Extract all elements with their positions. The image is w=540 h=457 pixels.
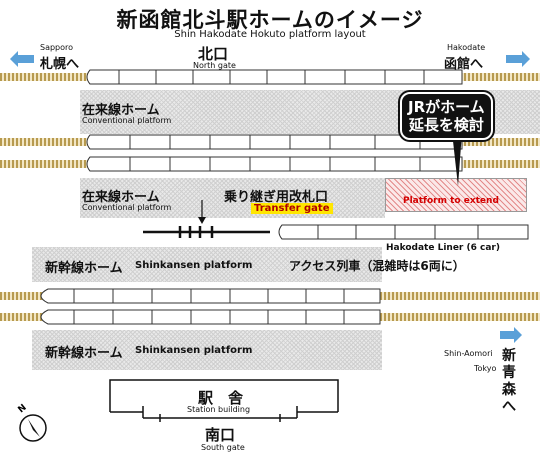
shin-aomori-en-label: Shin-Aomori — [444, 349, 493, 358]
svg-text:N: N — [17, 403, 29, 416]
shinkansen-platform-1-jp: 新幹線ホーム — [45, 261, 123, 276]
south-gate-jp: 南口 — [205, 426, 236, 444]
hakodate-jp-label: 函館へ — [444, 57, 484, 72]
shinkansen-train-row-2 — [40, 309, 381, 325]
shinkansen-platform-2 — [32, 330, 382, 370]
transfer-gate-jp: 乗り継ぎ用改札口 — [224, 190, 329, 205]
platform-extension-area — [385, 178, 527, 212]
transfer-gate-en: Transfer gate — [251, 203, 333, 214]
conventional-platform-2-en: Conventional platform — [82, 203, 172, 212]
access-liner-train — [278, 224, 529, 240]
shinkansen-train-row-1 — [40, 288, 381, 304]
conventional-platform-1-en: Conventional platform — [82, 116, 172, 125]
conventional-platform-1-jp: 在来線ホーム — [82, 103, 160, 118]
sapporo-jp-label: 札幌へ — [40, 57, 80, 72]
callout-pointer — [452, 132, 462, 186]
platform-to-extend-label: Platform to extend — [403, 196, 499, 206]
extension-callout: JRがホーム 延長を検討 — [400, 92, 493, 140]
conventional-platform-2-jp: 在来線ホーム — [82, 190, 160, 205]
shinkansen-platform-1 — [32, 247, 382, 282]
shin-aomori-jp-label: 新青森へ — [502, 348, 516, 415]
station-building-jp: 駅 舎 — [198, 389, 244, 407]
transfer-gate-arrow-icon — [198, 200, 206, 224]
train-row-1 — [86, 69, 463, 85]
shinkansen-platform-1-en: Shinkansen platform — [135, 260, 253, 271]
transfer-gate-line — [143, 226, 270, 238]
sapporo-en-label: Sapporo — [40, 43, 74, 52]
conventional-platform-2 — [80, 178, 385, 218]
callout-line-2: 延長を検討 — [408, 116, 484, 134]
liner-jp-label: アクセス列車（混雑時は6両に） — [289, 259, 465, 273]
station-building-en: Station building — [187, 405, 251, 414]
hakodate-arrow-icon — [506, 51, 530, 67]
tokyo-en-label: Tokyo — [474, 364, 497, 373]
liner-en-label: Hakodate Liner (6 car) — [386, 243, 500, 253]
callout-line-1: JRがホーム — [408, 98, 485, 116]
north-gate-jp: 北口 — [198, 45, 229, 63]
shinkansen-platform-2-jp: 新幹線ホーム — [45, 346, 123, 361]
shin-aomori-arrow-icon — [500, 327, 522, 343]
hakodate-en-label: Hakodate — [447, 43, 486, 52]
shinkansen-platform-2-en: Shinkansen platform — [135, 345, 253, 356]
south-gate-en: South gate — [201, 443, 245, 452]
page-title: 新函館北斗駅ホームのイメージ — [116, 8, 424, 32]
sapporo-arrow-icon — [10, 51, 34, 67]
page-subtitle: Shin Hakodate Hokuto platform layout — [174, 29, 366, 40]
compass-north-icon: N — [17, 403, 47, 442]
train-row-3 — [86, 156, 463, 172]
north-gate-en: North gate — [193, 61, 236, 70]
train-row-2 — [86, 134, 463, 150]
station-building-outline — [109, 379, 339, 422]
